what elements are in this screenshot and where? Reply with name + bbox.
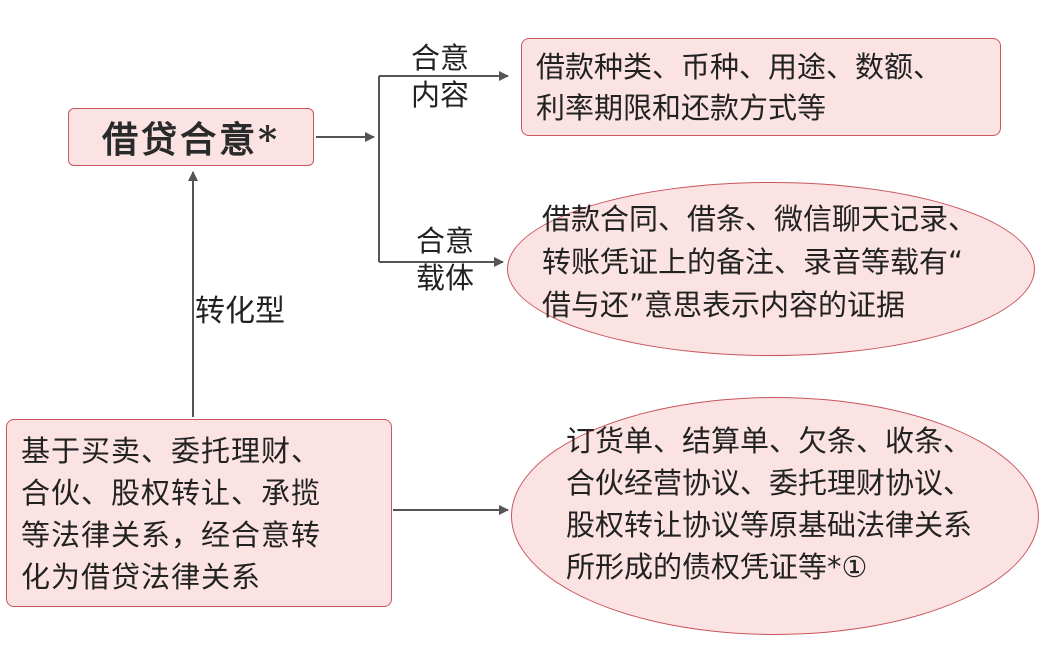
carrier-text-line-2: 转账凭证上的备注、录音等载有“ bbox=[542, 245, 964, 279]
main-node-loan-consensus: 借贷合意* bbox=[68, 108, 314, 166]
content-box-line-2: 利率期限和还款方式等 bbox=[536, 91, 827, 125]
content-label-line-2: 内容 bbox=[410, 78, 469, 112]
basis-box-line-4: 化为借贷法律关系 bbox=[21, 560, 262, 594]
basis-box-line-3: 等法律关系，经合意转 bbox=[21, 518, 322, 552]
legal-relation-basis-box: 基于买卖、委托理财、 合伙、股权转让、承揽 等法律关系，经合意转 化为借贷法律关… bbox=[6, 419, 392, 607]
carrier-text-line-3: 借与还”意思表示内容的证据 bbox=[542, 288, 906, 322]
evidence-text-line-1: 订货单、结算单、欠条、收条、 bbox=[566, 424, 973, 458]
carrier-text-line-1: 借款合同、借条、微信聊天记录、 bbox=[542, 202, 978, 236]
carrier-label-line-1: 合意 bbox=[415, 224, 474, 258]
carrier-label-line-2: 载体 bbox=[415, 261, 474, 295]
content-branch-label: 合意 内容 bbox=[402, 40, 478, 114]
basis-box-line-2: 合伙、股权转让、承揽 bbox=[21, 476, 322, 510]
content-label-line-1: 合意 bbox=[410, 41, 469, 75]
evidence-text-line-4: 所形成的债权凭证等*① bbox=[566, 550, 868, 584]
content-box-line-1: 借款种类、币种、用途、数额、 bbox=[536, 50, 943, 84]
conversion-type-label: 转化型 bbox=[195, 294, 285, 329]
evidence-text-line-3: 股权转让协议等原基础法律关系 bbox=[566, 508, 973, 542]
consensus-carrier-text: 借款合同、借条、微信聊天记录、 转账凭证上的备注、录音等载有“ 借与还”意思表示… bbox=[542, 198, 977, 327]
claim-evidence-text: 订货单、结算单、欠条、收条、 合伙经营协议、委托理财协议、 股权转让协议等原基础… bbox=[566, 420, 972, 588]
main-node-label: 借贷合意* bbox=[102, 119, 280, 161]
consensus-content-box: 借款种类、币种、用途、数额、 利率期限和还款方式等 bbox=[521, 38, 1001, 136]
claim-evidence-ellipse bbox=[511, 397, 1039, 635]
carrier-branch-label: 合意 载体 bbox=[407, 223, 483, 297]
evidence-text-line-2: 合伙经营协议、委托理财协议、 bbox=[566, 466, 973, 500]
basis-box-line-1: 基于买卖、委托理财、 bbox=[21, 434, 322, 468]
consensus-carrier-ellipse bbox=[507, 182, 1035, 356]
